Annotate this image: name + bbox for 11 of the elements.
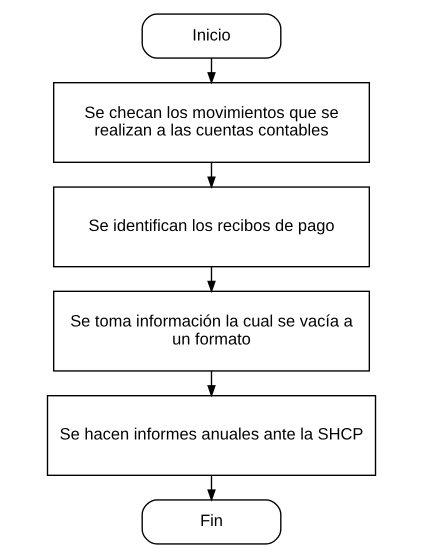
arrow — [206, 475, 216, 502]
arrow — [206, 267, 216, 294]
node-box: Inicio — [141, 13, 281, 59]
arrow — [206, 58, 216, 84]
node-box: Se toma información la cual se vacía a un formato — [52, 290, 370, 372]
node-box: Se identifican los recibos de pago — [52, 186, 370, 268]
node-box: Se checan los movimientos que se realizan a las cuentas contables — [52, 82, 370, 164]
arrow — [206, 372, 216, 398]
arrow — [206, 162, 216, 189]
node-box: Se hacen informes anuales ante la SHCP — [46, 394, 376, 476]
node-box: Fin — [141, 499, 281, 545]
